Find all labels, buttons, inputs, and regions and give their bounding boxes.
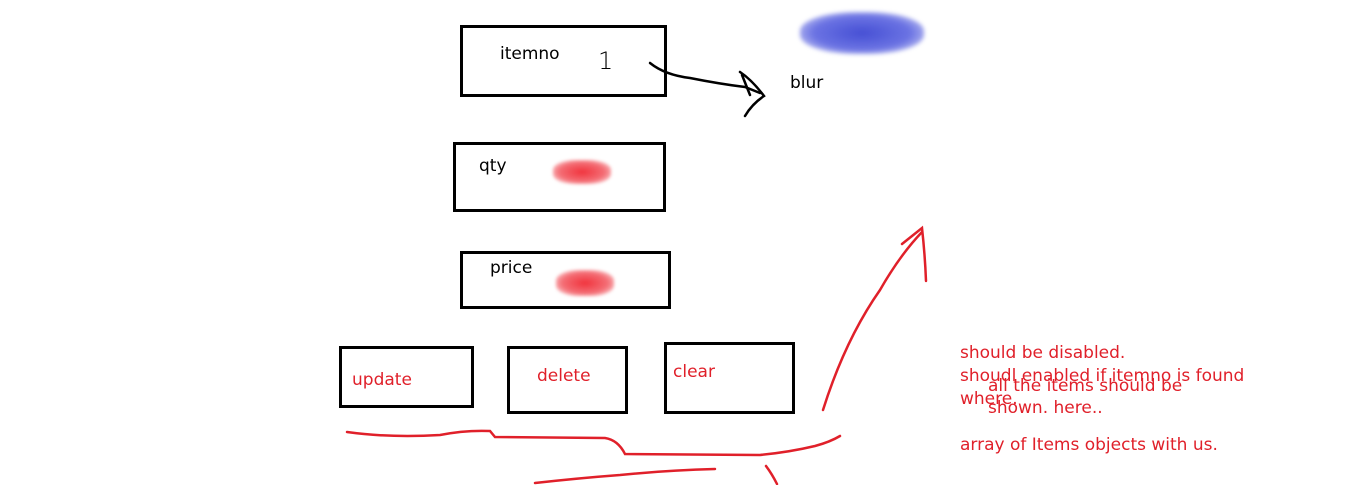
red-underline-buttons (345, 429, 842, 457)
blur-arrow-head (738, 70, 766, 118)
update-button-label: update (352, 370, 412, 390)
price-input[interactable] (460, 251, 671, 309)
update-button[interactable] (339, 346, 474, 408)
delete-button[interactable] (507, 346, 628, 414)
delete-button-label: delete (537, 366, 591, 386)
blue-scribble (800, 12, 924, 54)
red-small-tick (764, 464, 779, 485)
qty-label: qty (479, 156, 507, 176)
itemno-input[interactable] (460, 25, 667, 97)
note-array-of-items: array of Items objects with us. (960, 435, 1218, 455)
red-lower-stroke (533, 467, 717, 485)
note-where: where. (960, 389, 1018, 409)
clear-button[interactable] (664, 342, 795, 414)
itemno-label: itemno (500, 44, 560, 64)
note-enabled-if-found: shoudl enabled if itemno is found (960, 366, 1245, 386)
note-should-be-disabled: should be disabled. (960, 343, 1126, 363)
itemno-value: 1 (598, 47, 614, 75)
note-all-items: all the items should be (988, 376, 1183, 396)
price-label: price (490, 258, 533, 278)
qty-input[interactable] (453, 142, 666, 212)
note-shown-here: shown. here.. (988, 398, 1103, 418)
red-up-arrow-line (821, 230, 924, 412)
price-redacted-value (556, 270, 614, 296)
red-up-arrow-head (900, 225, 928, 283)
qty-redacted-value (553, 160, 611, 184)
clear-button-label: clear (673, 362, 715, 382)
blur-annotation: blur (790, 73, 824, 93)
